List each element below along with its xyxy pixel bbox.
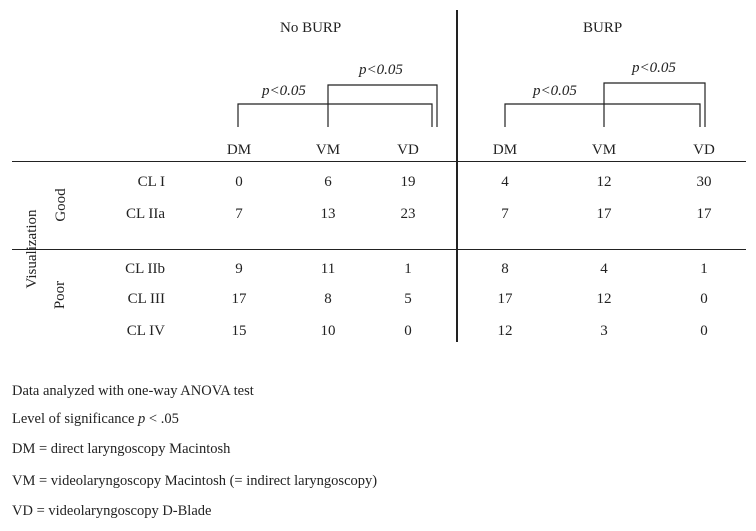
table-cell: 0 <box>700 323 708 339</box>
column-header: VD <box>693 142 715 158</box>
note-dm: DM = direct laryngoscopy Macintosh <box>12 441 231 457</box>
table-cell: 6 <box>324 174 332 190</box>
table-cell: 7 <box>501 206 509 222</box>
column-header: VM <box>315 142 341 158</box>
pvalue-label-noburp-dm-vd: p<0.05 <box>262 83 306 100</box>
row-label: CL IIb <box>125 261 165 277</box>
table-cell: 0 <box>700 291 708 307</box>
table-cell: 12 <box>497 323 513 339</box>
group-header-burp: BURP <box>583 20 623 36</box>
group-divider-rule <box>12 249 746 250</box>
table-cell: 7 <box>235 206 243 222</box>
table-cell: 11 <box>320 261 336 277</box>
pvalue-label-burp-dm-vd: p<0.05 <box>533 83 577 100</box>
table-cell: 23 <box>400 206 416 222</box>
row-axis-label-visualization: Visualization <box>24 209 40 289</box>
table-cell: 4 <box>600 261 608 277</box>
table-cell: 12 <box>596 174 612 190</box>
table-cell: 19 <box>400 174 416 190</box>
table-cell: 8 <box>324 291 332 307</box>
note-vd: VD = videolaryngoscopy D-Blade <box>12 503 212 519</box>
pvalue-label-burp-vm-vd: p<0.05 <box>632 60 676 77</box>
bracket-burp-dm-vd <box>504 103 701 127</box>
pvalue-text: p<0.05 <box>359 62 403 78</box>
table-cell: 15 <box>231 323 247 339</box>
column-header: DM <box>492 142 518 158</box>
burp-divider-line <box>456 10 458 342</box>
note-significance-symbol: p <box>138 411 146 427</box>
table-cell: 1 <box>404 261 412 277</box>
table-cell: 3 <box>600 323 608 339</box>
pvalue-text: p<0.05 <box>262 83 306 99</box>
pvalue-text: p<0.05 <box>632 60 676 76</box>
row-group-label-good: Good <box>53 188 69 222</box>
bracket-burp-vm-vd <box>603 82 706 127</box>
table-cell: 9 <box>235 261 243 277</box>
table-cell: 17 <box>696 206 712 222</box>
header-rule <box>12 161 746 162</box>
table-cell: 12 <box>596 291 612 307</box>
note-significance-prefix: Level of significance <box>12 411 139 427</box>
row-group-label-poor: Poor <box>52 280 68 310</box>
table-cell: 0 <box>235 174 243 190</box>
row-label: CL IV <box>126 323 165 339</box>
table-cell: 4 <box>501 174 509 190</box>
note-significance: Level of significance p < .05 <box>12 411 179 428</box>
table-cell: 5 <box>404 291 412 307</box>
table-cell: 17 <box>231 291 247 307</box>
column-header: VD <box>397 142 419 158</box>
table-cell: 0 <box>404 323 412 339</box>
significance-brackets <box>237 82 706 127</box>
bracket-noburp-dm-vd <box>237 103 433 127</box>
bracket-noburp-vm-vd <box>327 84 438 127</box>
row-label: CL I <box>137 174 165 190</box>
table-cell: 17 <box>497 291 513 307</box>
table-cell: 13 <box>320 206 336 222</box>
table-cell: 30 <box>696 174 712 190</box>
table-cell: 1 <box>700 261 708 277</box>
note-vm: VM = videolaryngoscopy Macintosh (= indi… <box>12 473 378 489</box>
column-header: DM <box>226 142 252 158</box>
note-anova: Data analyzed with one-way ANOVA test <box>12 383 254 399</box>
table-cell: 17 <box>596 206 612 222</box>
row-label: CL IIa <box>125 206 165 222</box>
group-header-no-burp: No BURP <box>280 20 342 36</box>
pvalue-text: p<0.05 <box>533 83 577 99</box>
table-cell: 10 <box>320 323 336 339</box>
column-header: VM <box>591 142 617 158</box>
table-cell: 8 <box>501 261 509 277</box>
note-significance-suffix: < .05 <box>145 411 179 427</box>
row-label: CL III <box>127 291 165 307</box>
pvalue-label-noburp-vm-vd: p<0.05 <box>359 62 403 79</box>
